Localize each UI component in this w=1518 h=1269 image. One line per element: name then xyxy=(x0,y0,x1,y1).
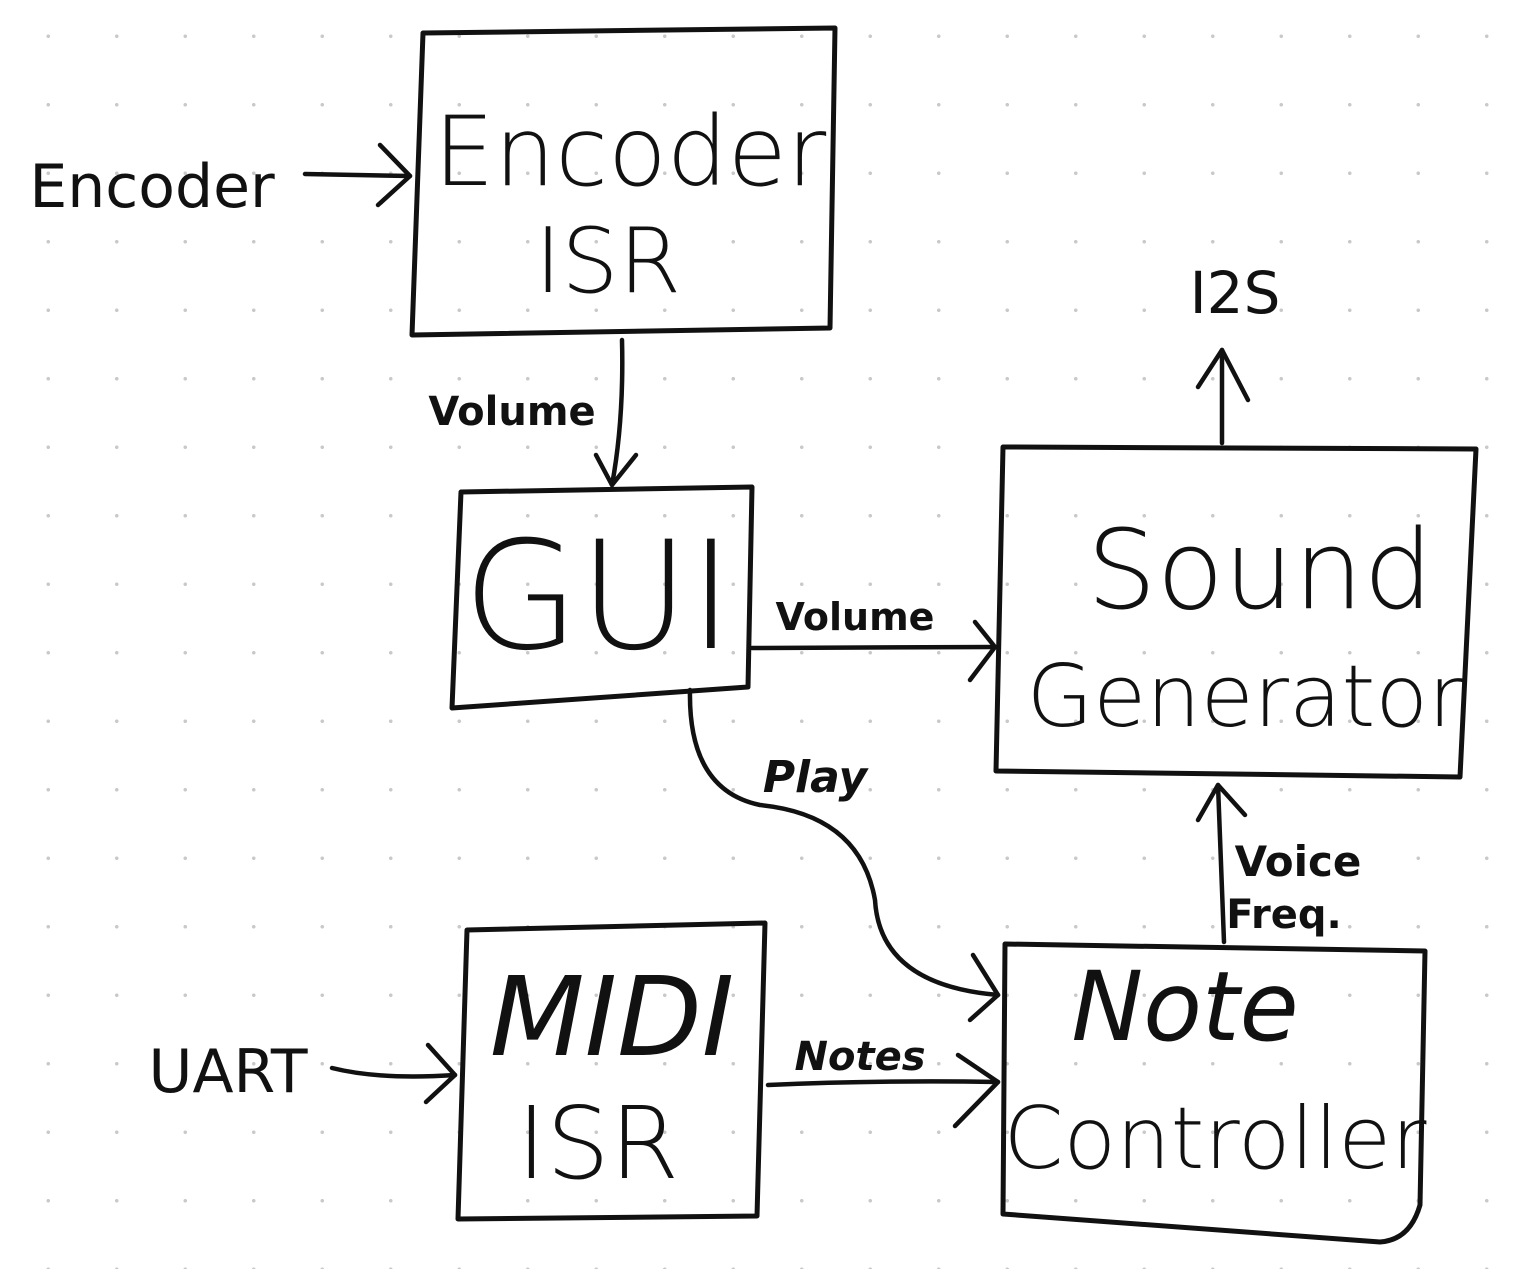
encoder-isr-subtitle: ISR xyxy=(535,209,681,314)
edge-gui-to-note-controller: Play xyxy=(687,687,1001,1023)
note-controller-title: Note xyxy=(1071,951,1298,1063)
sound-generator-title: Sound xyxy=(1087,506,1433,634)
i2s-output-arrow xyxy=(1195,347,1251,446)
note-controller-block: Note Controller xyxy=(1000,941,1428,1245)
encoder-input-label: Encoder xyxy=(29,152,275,222)
edge-note-to-sound-label-freq: Freq. xyxy=(1226,892,1341,938)
edge-gui-to-sound-label: Volume xyxy=(776,595,935,639)
midi-isr-subtitle: ISR xyxy=(517,1085,679,1202)
note-controller-subtitle: Controller xyxy=(1003,1089,1427,1189)
encoder-isr-block: Encoder ISR xyxy=(409,25,838,338)
edge-encoder-to-gui: Volume xyxy=(428,337,639,488)
midi-isr-block: MIDI ISR xyxy=(455,920,768,1222)
edge-encoder-to-gui-label: Volume xyxy=(428,389,595,435)
sound-generator-subtitle: Generator xyxy=(1027,647,1464,747)
edge-gui-to-note-controller-label: Play xyxy=(763,752,870,803)
uart-input-label: UART xyxy=(149,1037,308,1107)
encoder-isr-title: Encoder xyxy=(434,96,827,208)
encoder-input-arrow xyxy=(302,142,413,208)
midi-isr-title: MIDI xyxy=(490,953,735,1081)
edge-gui-to-sound: Volume xyxy=(749,595,998,683)
gui-block: GUI xyxy=(449,484,755,711)
i2s-output-label: I2S xyxy=(1190,259,1281,327)
edge-note-to-sound-label-voice: Voice xyxy=(1235,837,1362,886)
edge-midi-to-note-controller-label: Notes xyxy=(794,1034,925,1080)
edge-note-to-sound: Voice Freq. xyxy=(1195,782,1362,945)
sound-generator-block: Sound Generator xyxy=(993,444,1479,780)
gui-title: GUI xyxy=(463,510,733,684)
edge-midi-to-note-controller: Notes xyxy=(765,1034,1001,1129)
uart-input-arrow xyxy=(329,1042,458,1105)
